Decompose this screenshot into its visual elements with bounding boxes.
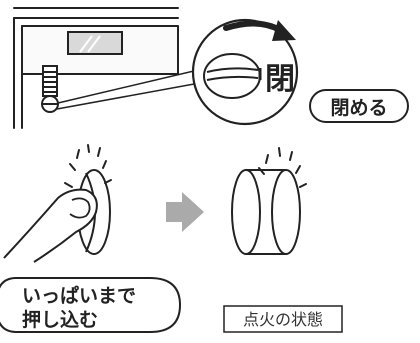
push-instruction-line2: 押し込む xyxy=(22,308,98,331)
ignited-knob xyxy=(231,169,301,255)
push-burst-lines xyxy=(64,144,112,188)
small-knob xyxy=(41,95,59,113)
ignition-state-label: 点火の状態 xyxy=(243,310,323,329)
close-action-label: 閉める xyxy=(330,97,387,119)
display-window xyxy=(67,31,123,55)
curved-arrow-icon xyxy=(223,20,296,41)
ignition-state-box: 点火の状態 xyxy=(223,305,343,333)
close-action-bubble: 閉める xyxy=(309,89,409,123)
right-arrow-icon xyxy=(166,192,204,232)
push-instruction-line1: いっぱいまで xyxy=(22,284,136,307)
callout-lines xyxy=(56,65,217,110)
push-instruction-bubble: いっぱいまで 押し込む xyxy=(0,277,182,333)
appliance-body xyxy=(13,7,179,129)
finger-icon xyxy=(3,188,98,263)
valve-rod xyxy=(42,65,58,97)
magnified-knob xyxy=(191,18,299,126)
closed-glyph: 閉 xyxy=(265,62,295,97)
ignited-burst-lines xyxy=(258,147,307,188)
